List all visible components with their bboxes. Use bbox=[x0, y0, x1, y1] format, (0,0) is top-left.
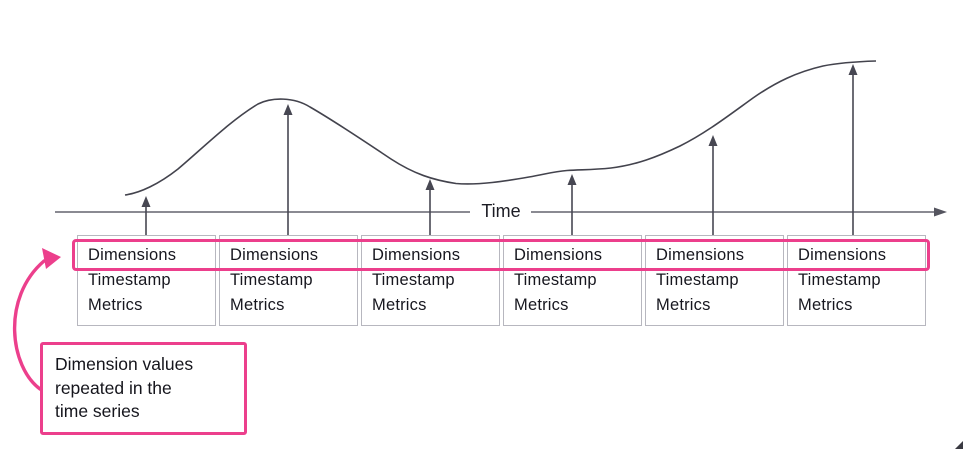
record-field-metrics: Metrics bbox=[514, 296, 569, 314]
record-field-metrics: Metrics bbox=[88, 296, 143, 314]
record-field-timestamp: Timestamp bbox=[656, 271, 739, 289]
time-axis-label: Time bbox=[481, 201, 521, 221]
record-field-dimensions: Dimensions bbox=[230, 246, 319, 264]
time-axis-arrowhead-icon bbox=[934, 207, 947, 217]
callout-arrow bbox=[12, 248, 61, 391]
record-cards-row: Dimensions Timestamp Metrics Dimensions … bbox=[77, 235, 926, 326]
callout-box: Dimension values repeated in the time se… bbox=[40, 342, 247, 435]
record-to-curve-arrows bbox=[141, 64, 858, 236]
record-field-dimensions: Dimensions bbox=[372, 246, 461, 264]
callout-text-line: repeated in the bbox=[55, 377, 172, 398]
record-arrow-5 bbox=[708, 135, 718, 236]
record-card: Dimensions Timestamp Metrics bbox=[503, 235, 642, 326]
corner-artifact bbox=[955, 441, 963, 449]
record-arrow-2 bbox=[283, 104, 293, 236]
record-field-dimensions: Dimensions bbox=[656, 246, 745, 264]
record-arrow-1 bbox=[141, 196, 151, 236]
callout-text-line: time series bbox=[55, 401, 140, 421]
record-arrow-6 bbox=[848, 64, 858, 236]
record-arrow-3 bbox=[425, 179, 435, 236]
time-series-curve bbox=[124, 60, 877, 196]
record-arrow-4 bbox=[567, 174, 577, 236]
record-field-metrics: Metrics bbox=[656, 296, 711, 314]
record-field-metrics: Metrics bbox=[230, 296, 285, 314]
dimensions-row-highlight bbox=[72, 239, 930, 271]
record-field-timestamp: Timestamp bbox=[514, 271, 597, 289]
record-card: Dimensions Timestamp Metrics bbox=[787, 235, 926, 326]
record-field-dimensions: Dimensions bbox=[514, 246, 603, 264]
callout-arrowhead-icon bbox=[42, 248, 61, 269]
record-field-timestamp: Timestamp bbox=[230, 271, 313, 289]
record-field-metrics: Metrics bbox=[372, 296, 427, 314]
callout-text-line: Dimension values bbox=[55, 354, 194, 374]
record-field-metrics: Metrics bbox=[798, 296, 853, 314]
record-card: Dimensions Timestamp Metrics bbox=[645, 235, 784, 326]
record-card: Dimensions Timestamp Metrics bbox=[219, 235, 358, 326]
record-card: Dimensions Timestamp Metrics bbox=[361, 235, 500, 326]
record-field-dimensions: Dimensions bbox=[798, 246, 887, 264]
callout-arrow-arc bbox=[12, 259, 46, 391]
record-field-timestamp: Timestamp bbox=[88, 271, 171, 289]
record-field-timestamp: Timestamp bbox=[372, 271, 455, 289]
record-card: Dimensions Timestamp Metrics bbox=[77, 235, 216, 326]
record-field-dimensions: Dimensions bbox=[88, 246, 177, 264]
record-field-timestamp: Timestamp bbox=[798, 271, 881, 289]
